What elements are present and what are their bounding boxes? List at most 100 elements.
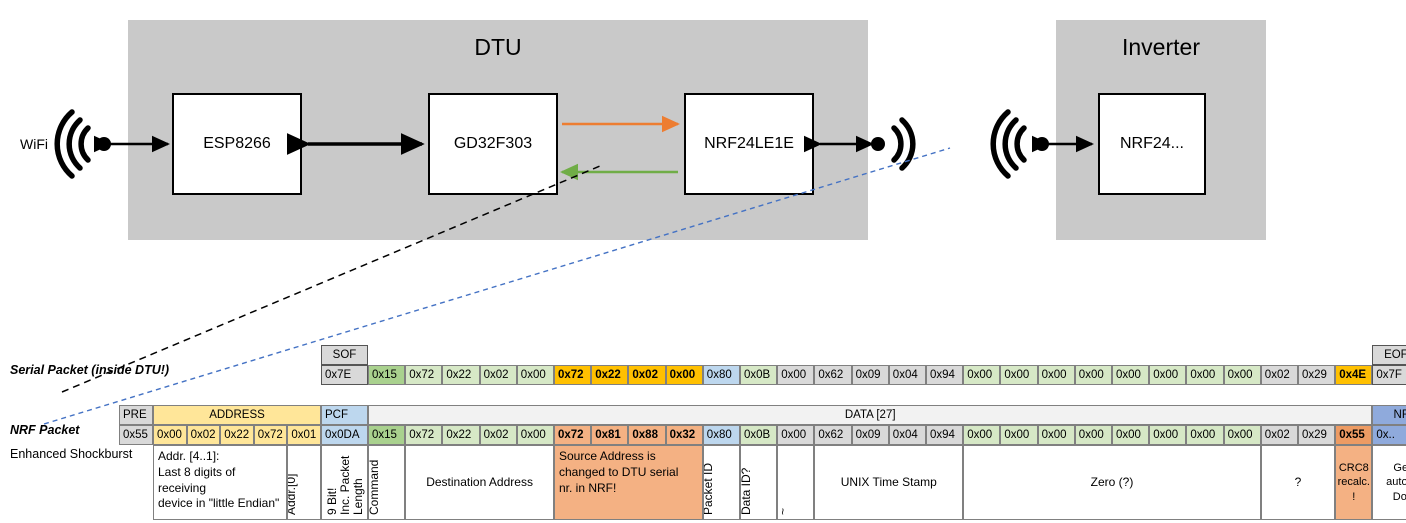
serial-packet-label: Serial Packet (inside DTU!) (10, 363, 170, 377)
serial-byte-15: 0x94 (926, 365, 964, 385)
nrf-data-byte-19: 0x00 (1074, 425, 1112, 445)
nrf-data-byte-4: 0x00 (516, 425, 554, 445)
serial-byte-4: 0x00 (516, 365, 554, 385)
serial-byte-1: 0x72 (405, 365, 443, 385)
nrf-data-byte-21: 0x00 (1149, 425, 1187, 445)
nrf-data-byte-14: 0x04 (888, 425, 926, 445)
serial-byte-2: 0x22 (442, 365, 480, 385)
nrf-data-byte-15: 0x94 (926, 425, 964, 445)
nrf-header-address: ADDRESS (153, 405, 321, 425)
serial-byte-7: 0x02 (628, 365, 666, 385)
nrf-header-data: DATA [27] (368, 405, 1373, 425)
note-crc-generated: Generatedautomatically.Dont Care! (1372, 445, 1406, 520)
nrf-data-byte-16: 0x00 (963, 425, 1001, 445)
chip-gd32f303-label: GD32F303 (453, 135, 533, 152)
serial-byte-13: 0x09 (851, 365, 889, 385)
nrf-data-byte-12: 0x62 (814, 425, 852, 445)
note-packet-id: Packet ID (702, 445, 740, 520)
serial-byte-20: 0x00 (1112, 365, 1150, 385)
nrf-data-byte-2: 0x22 (442, 425, 480, 445)
nrf-packet-label: NRF Packet (10, 423, 80, 437)
nrf-address-byte-4: 0x01 (287, 425, 321, 445)
serial-sof-value: 0x7E (321, 365, 368, 385)
nrf-header-pcf: PCF (321, 405, 368, 425)
serial-byte-17: 0x00 (1000, 365, 1038, 385)
serial-byte-10: 0x0B (740, 365, 778, 385)
nrf-data-byte-10: 0x0B (740, 425, 778, 445)
nrf-crc-byte-0: 0x.. (1372, 425, 1406, 445)
nrf-data-byte-26: 0x55 (1335, 425, 1373, 445)
note-data-id: Data ID? (740, 445, 778, 520)
chip-gd32f303: GD32F303 (428, 93, 558, 195)
nrf-data-byte-7: 0x88 (628, 425, 666, 445)
nrf-address-byte-0: 0x00 (153, 425, 187, 445)
chip-nrf24: NRF24... (1098, 93, 1206, 195)
nrf-address-byte-2: 0x22 (220, 425, 254, 445)
dtu-title: DTU (474, 34, 522, 60)
serial-byte-26: 0x4E (1335, 365, 1373, 385)
nrf-data-byte-1: 0x72 (405, 425, 443, 445)
serial-byte-21: 0x00 (1149, 365, 1187, 385)
nrf-data-byte-11: 0x00 (777, 425, 815, 445)
nrf-data-byte-6: 0x81 (591, 425, 629, 445)
nrf-data-byte-18: 0x00 (1037, 425, 1075, 445)
nrf-data-byte-9: 0x80 (702, 425, 740, 445)
nrf-header-crc: NRF CRC (1372, 405, 1406, 425)
serial-byte-16: 0x00 (963, 365, 1001, 385)
nrf-data-byte-3: 0x02 (479, 425, 517, 445)
note-question: ? (1260, 445, 1336, 520)
serial-byte-5: 0x72 (554, 365, 592, 385)
serial-byte-3: 0x02 (479, 365, 517, 385)
serial-byte-6: 0x22 (591, 365, 629, 385)
nrf-data-byte-24: 0x02 (1260, 425, 1298, 445)
note-zero: Zero (?) (963, 445, 1261, 520)
inverter-enclosure: Inverter (1056, 20, 1266, 240)
inverter-title: Inverter (1122, 34, 1200, 60)
serial-byte-8: 0x00 (665, 365, 703, 385)
chip-nrf24le1e: NRF24LE1E (684, 93, 814, 195)
note-command: Command (368, 445, 406, 520)
chip-nrf24-label: NRF24... (1119, 135, 1184, 152)
nrf-data-byte-20: 0x00 (1112, 425, 1150, 445)
serial-byte-9: 0x80 (702, 365, 740, 385)
serial-eof-value: 0x7F (1372, 365, 1406, 385)
nrf-data-byte-13: 0x09 (851, 425, 889, 445)
serial-byte-19: 0x00 (1074, 365, 1112, 385)
chip-esp8266: ESP8266 (172, 93, 302, 195)
serial-byte-14: 0x04 (888, 365, 926, 385)
serial-byte-22: 0x00 (1186, 365, 1224, 385)
nrf-data-byte-25: 0x29 (1298, 425, 1336, 445)
nrf-data-byte-8: 0x32 (665, 425, 703, 445)
note-unix-time-stamp: UNIX Time Stamp (814, 445, 964, 520)
serial-byte-25: 0x29 (1298, 365, 1336, 385)
note-tilde: ~ (777, 445, 815, 520)
note-destination-address: Destination Address (405, 445, 554, 520)
nrf-header-pre: PRE (119, 405, 153, 425)
nrf-address-byte-1: 0x02 (186, 425, 221, 445)
nrf-data-byte-5: 0x72 (554, 425, 592, 445)
nrf-data-byte-0: 0x15 (368, 425, 406, 445)
nrf-data-byte-23: 0x00 (1223, 425, 1261, 445)
serial-byte-0: 0x15 (368, 365, 406, 385)
serial-eof-header: EOF (1372, 345, 1406, 365)
chip-nrf24le1e-label: NRF24LE1E (704, 135, 794, 152)
serial-byte-23: 0x00 (1223, 365, 1261, 385)
enhanced-shockburst-label: Enhanced Shockburst (10, 447, 133, 461)
nrf-address-byte-3: 0x72 (253, 425, 288, 445)
serial-byte-11: 0x00 (777, 365, 815, 385)
serial-byte-12: 0x62 (814, 365, 852, 385)
chip-esp8266-label: ESP8266 (203, 135, 271, 152)
nrf-pcf-value: 0x0DA (321, 425, 368, 445)
wifi-label: WiFi (20, 136, 48, 152)
serial-sof-header: SOF (321, 345, 368, 365)
note-addr0: Addr.[0] (287, 445, 321, 520)
block-diagram: DTU Inverter ESP8266 GD32F303 NRF24LE1E … (20, 20, 1266, 240)
nrf-data-byte-22: 0x00 (1186, 425, 1224, 445)
serial-byte-18: 0x00 (1037, 365, 1075, 385)
nrf-pre-value: 0x55 (119, 425, 153, 445)
